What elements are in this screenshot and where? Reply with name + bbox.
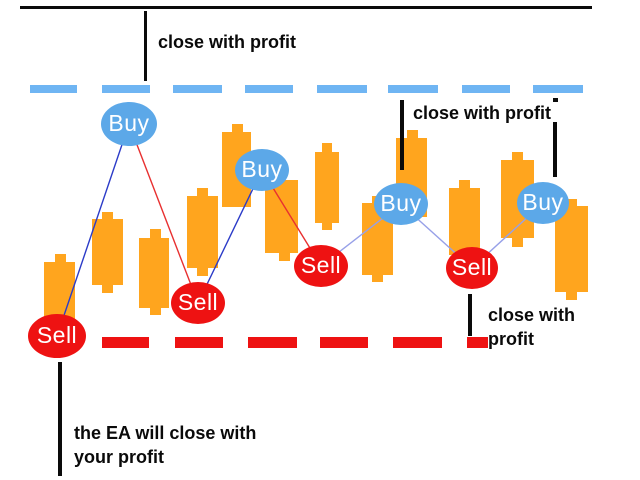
sell-marker: Sell	[294, 245, 348, 287]
candlestick-upper-wick	[55, 254, 66, 262]
callout-line-sell-bottom	[468, 294, 472, 336]
annotation-close-with-profit-top: close with profit	[158, 30, 296, 54]
buy-marker: Buy	[235, 149, 289, 191]
candlestick-body	[555, 206, 588, 292]
buy-marker-label: Buy	[522, 188, 564, 215]
candlestick-body	[139, 238, 169, 308]
red-dashed-level-segment	[467, 337, 488, 348]
red-dashed-level-segment	[393, 337, 442, 348]
buy-marker-label: Buy	[108, 109, 150, 136]
candlestick-body	[92, 219, 123, 285]
annotation-text: close with profit	[158, 32, 297, 52]
candlestick-lower-wick	[322, 223, 332, 230]
blue-dashed-level-segment	[30, 85, 77, 93]
trade-connector-line	[197, 169, 263, 304]
candlestick-body	[187, 196, 218, 268]
annotation-close-with-profit-bottom: close with profit	[488, 303, 575, 351]
buy-marker-label: Buy	[380, 189, 422, 216]
annotation-text-line2: profit	[488, 329, 534, 349]
blue-dashed-level-segment	[245, 85, 293, 93]
annotation-text-line1: the EA will close with	[74, 423, 257, 443]
blue-dashed-level-segment	[102, 85, 150, 93]
blue-dashed-level-segment	[317, 85, 367, 93]
callout-tick-right	[553, 98, 558, 102]
sell-marker-label: Sell	[36, 321, 78, 348]
candlestick-lower-wick	[150, 308, 161, 315]
candlestick-upper-wick	[459, 180, 470, 188]
candlestick-body	[44, 262, 75, 322]
sell-marker: Sell	[446, 247, 498, 289]
callout-line-mid-right	[400, 100, 404, 170]
callout-line-bottom-left	[58, 362, 62, 476]
sell-marker-label: Sell	[451, 253, 493, 280]
callout-line-right	[553, 122, 557, 177]
red-dashed-level-segment	[248, 337, 297, 348]
trade-connector-line	[128, 123, 199, 304]
candlestick-upper-wick	[566, 199, 577, 206]
candlestick-lower-wick	[279, 253, 290, 261]
candlestick-upper-wick	[150, 229, 161, 238]
top-border-line	[20, 6, 592, 9]
blue-dashed-level-segment	[173, 85, 222, 93]
sell-marker-label: Sell	[177, 288, 219, 315]
candlestick-lower-wick	[566, 292, 577, 300]
candlestick-upper-wick	[197, 188, 208, 196]
red-dashed-level-segment	[102, 337, 149, 348]
annotation-close-with-profit-mid: close with profit	[413, 101, 551, 125]
candlestick-body	[449, 188, 480, 255]
annotation-ea-close-profit: the EA will close with your profit	[74, 421, 256, 469]
candlestick-lower-wick	[372, 275, 383, 282]
candlestick-lower-wick	[102, 285, 113, 293]
candlestick-upper-wick	[322, 143, 332, 152]
annotation-text: close with profit	[413, 103, 552, 123]
candlestick-lower-wick	[512, 238, 523, 247]
candlestick-body	[315, 152, 339, 223]
annotation-text-line2: your profit	[74, 447, 164, 467]
red-dashed-level-segment	[175, 337, 223, 348]
buy-marker-label: Buy	[241, 155, 283, 182]
annotation-text-line1: close with	[488, 305, 576, 325]
sell-marker-label: Sell	[300, 251, 342, 278]
candlestick-lower-wick	[197, 268, 208, 276]
blue-dashed-level-segment	[462, 85, 510, 93]
red-dashed-level-segment	[320, 337, 368, 348]
blue-dashed-level-segment	[388, 85, 438, 93]
candlestick-upper-wick	[407, 130, 418, 138]
blue-dashed-level-segment	[533, 85, 583, 93]
callout-line-top-left	[144, 11, 147, 81]
buy-marker: Buy	[517, 182, 569, 224]
sell-marker: Sell	[28, 314, 86, 358]
sell-marker: Sell	[171, 282, 225, 324]
buy-marker: Buy	[101, 102, 157, 146]
candlestick-upper-wick	[232, 124, 243, 132]
candlestick-body	[265, 180, 298, 253]
buy-marker: Buy	[374, 183, 428, 225]
candlestick-upper-wick	[512, 152, 523, 160]
candlestick-upper-wick	[102, 212, 113, 219]
trade-connector-line	[56, 123, 130, 337]
